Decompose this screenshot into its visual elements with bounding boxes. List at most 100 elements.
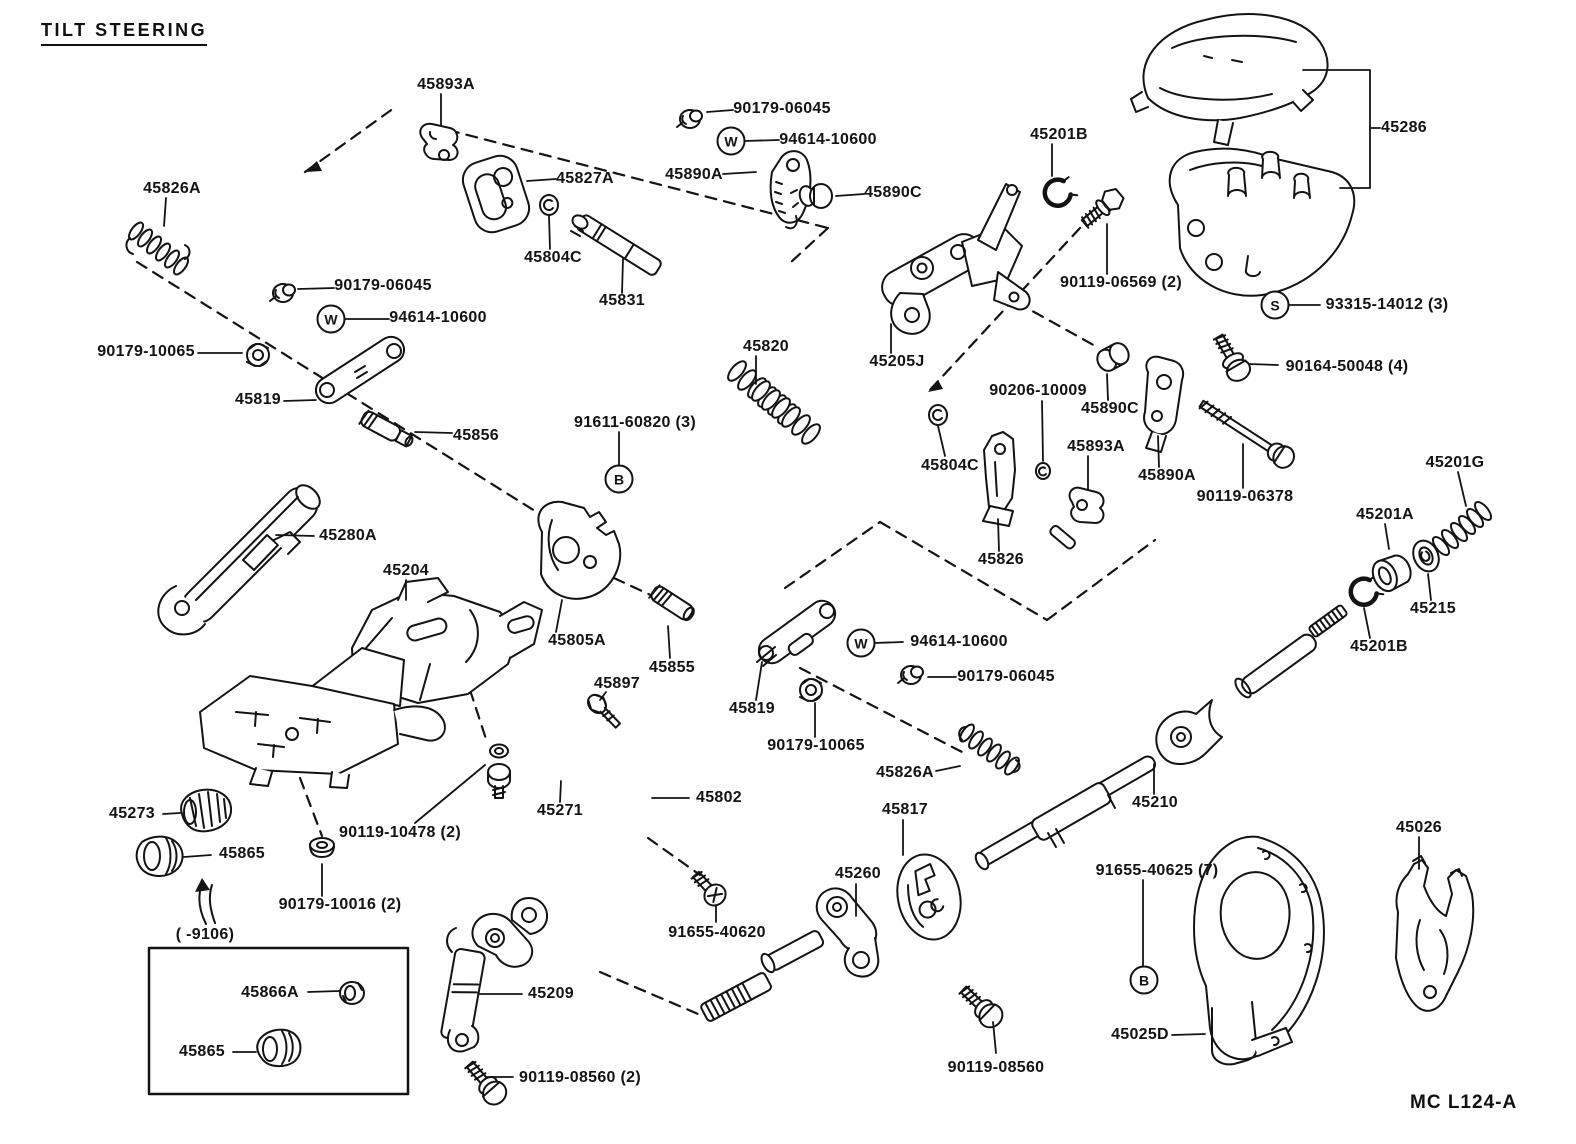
part-45890C-2: [1096, 342, 1130, 372]
part-45273: [180, 788, 233, 833]
part-45820-springs: [727, 360, 821, 445]
part-label: 45215: [1410, 600, 1456, 617]
part-label: 45201B: [1030, 126, 1088, 143]
part-label: 45893A: [417, 76, 475, 93]
part-90119-10478: [487, 743, 511, 799]
callout-W: W: [846, 628, 876, 658]
callout-S: S: [1260, 290, 1290, 320]
part-label: 94614-10600: [389, 309, 487, 326]
part-label: 45866A: [241, 984, 299, 1001]
part-45865-1: [135, 835, 184, 877]
part-label: 90119-08560 (2): [519, 1069, 641, 1086]
part-label: 45804C: [921, 457, 979, 474]
part-label: 45280A: [319, 527, 377, 544]
part-45855: [648, 584, 695, 622]
part-45856: [358, 409, 414, 448]
part-label: 45201B: [1350, 638, 1408, 655]
part-label: 45820: [743, 338, 789, 355]
part-45205J: [881, 183, 1031, 335]
part-label: 45826A: [876, 764, 934, 781]
part-45819-2: [756, 599, 837, 667]
part-label: 45826: [978, 551, 1024, 568]
part-45893A-2: [1049, 486, 1105, 550]
part-45280A: [157, 484, 321, 636]
part-45817: [896, 853, 962, 941]
part-45819-1: [314, 335, 406, 405]
part-label: 91611-60820 (3): [574, 414, 696, 431]
page-title: TILT STEERING: [41, 20, 208, 46]
part-45025D: [1193, 835, 1325, 1066]
part-label: 45817: [882, 801, 928, 818]
part-label: 45897: [594, 675, 640, 692]
part-90119-06378: [1198, 399, 1295, 469]
part-45260: [700, 887, 880, 1022]
part-label: 45286: [1381, 119, 1427, 136]
part-45209: [440, 897, 549, 1053]
part-label: 45831: [599, 292, 645, 309]
part-label: 45890A: [1138, 467, 1196, 484]
part-label: 45210: [1132, 794, 1178, 811]
part-45826: [982, 431, 1016, 527]
part-label: 94614-10600: [910, 633, 1008, 650]
part-label: 45856: [453, 427, 499, 444]
part-label: 93315-14012 (3): [1325, 296, 1449, 313]
part-90119-08560-1: [464, 1060, 508, 1106]
part-washer-45804C: [539, 194, 948, 426]
part-45897: [586, 693, 621, 729]
part-45827A: [461, 154, 531, 234]
part-90119-06569: [1080, 187, 1125, 229]
part-label: 45890C: [864, 184, 922, 201]
part-90164-50048: [1212, 333, 1252, 382]
callout-B: B: [604, 464, 634, 494]
part-label: 90179-10065: [767, 737, 865, 754]
part-label: 90119-10478 (2): [339, 824, 461, 841]
part-label: 90179-10065: [97, 343, 195, 360]
part-label: 45804C: [524, 249, 582, 266]
part-bolt-90179-06045: [269, 109, 924, 685]
part-label: 90179-06045: [957, 668, 1055, 685]
part-45893A-1: [419, 122, 459, 161]
part-45826A-1: [125, 221, 191, 276]
part-45201A: [1371, 554, 1412, 593]
part-label: 91655-40625 (7): [1095, 862, 1219, 879]
part-45201B-1: [1042, 176, 1079, 208]
part-label: 45890C: [1081, 400, 1139, 417]
callout-W: W: [716, 126, 746, 156]
part-lower-cover-45286: [1168, 147, 1356, 297]
part-label: 45865: [179, 1043, 225, 1060]
part-45204: [351, 577, 543, 704]
part-label: 45260: [835, 865, 881, 882]
part-label: 45805A: [548, 632, 606, 649]
part-label: 45025D: [1111, 1026, 1169, 1043]
part-label: 45893A: [1067, 438, 1125, 455]
part-label: ( -9106): [175, 926, 235, 943]
part-washer-90206-10009: [1035, 462, 1051, 480]
part-45826A-2: [958, 723, 1021, 776]
part-label: 45826A: [143, 180, 201, 197]
part-label: 91655-40620: [668, 924, 766, 941]
part-nut-90179-10065: [246, 343, 823, 702]
axis-arrowheads: [305, 161, 943, 392]
part-label: 90164-50048 (4): [1285, 358, 1409, 375]
part-label: 45205J: [869, 353, 925, 370]
part-label: 94614-10600: [779, 131, 877, 148]
part-label: 45209: [528, 985, 574, 1002]
callout-B: B: [1129, 965, 1159, 995]
part-upper-cover-45286: [1130, 13, 1329, 146]
part-label: 90179-06045: [334, 277, 432, 294]
diagram-code: MC L124-A: [1410, 1092, 1518, 1113]
part-label: 90206-10009: [989, 382, 1087, 399]
part-91655-40620: [690, 870, 727, 907]
part-label: 90119-06569 (2): [1060, 274, 1182, 291]
part-label: 45271: [537, 802, 583, 819]
part-label: 90179-10016 (2): [278, 896, 402, 913]
part-45805A: [537, 500, 622, 600]
part-label: 90179-06045: [733, 100, 831, 117]
part-45865-2: [256, 1028, 302, 1068]
part-label: 90119-06378: [1196, 488, 1294, 505]
part-45201G: [1431, 500, 1493, 557]
part-45210: [974, 604, 1348, 871]
part-label: 45201G: [1425, 454, 1485, 471]
